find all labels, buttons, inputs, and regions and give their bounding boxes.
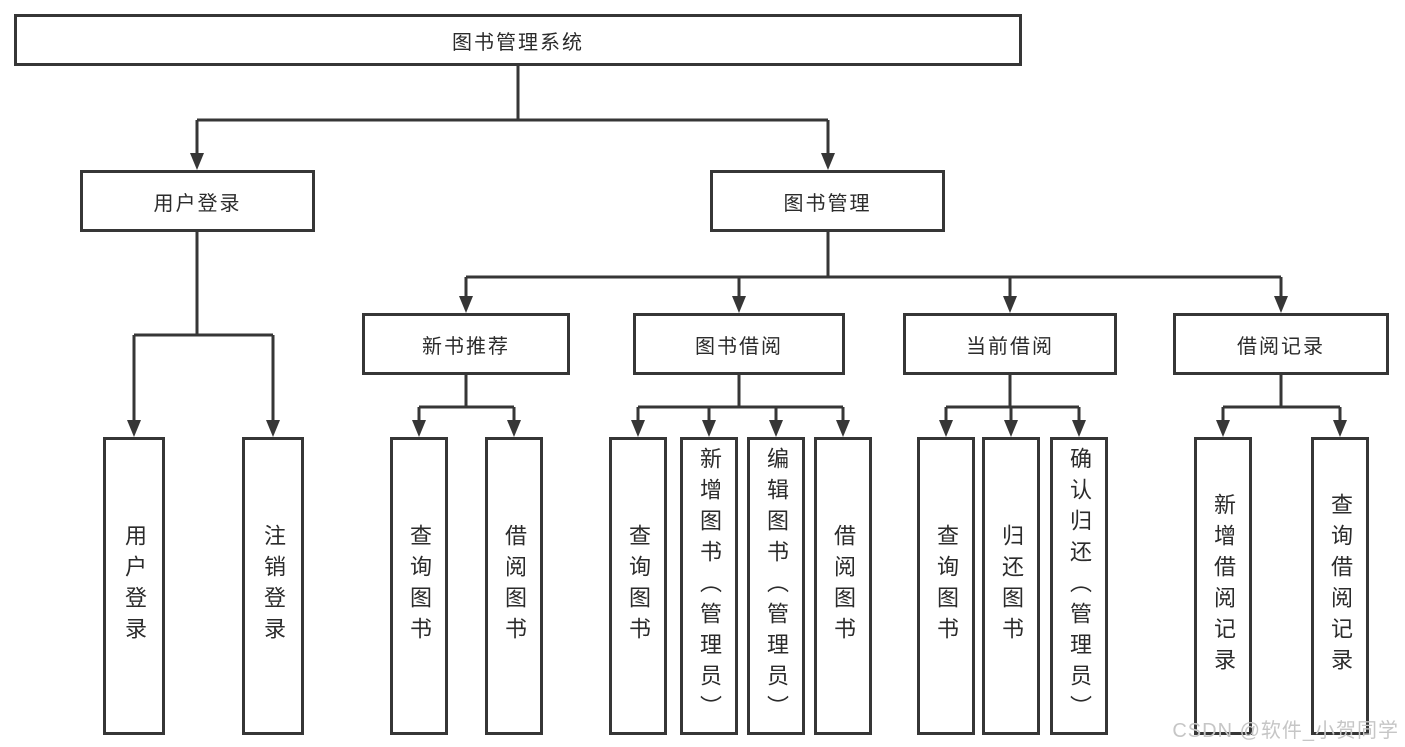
arrowhead bbox=[127, 420, 141, 437]
node-label: 图书借阅 bbox=[695, 335, 783, 358]
arrowheads bbox=[127, 153, 1347, 437]
arrowhead bbox=[1274, 296, 1288, 313]
arrowhead bbox=[1072, 420, 1086, 437]
node-label: 查询图书 bbox=[407, 524, 432, 648]
arrowhead bbox=[507, 420, 521, 437]
node-current-borrowing: 当前借阅 bbox=[903, 313, 1117, 375]
leaf-return-books: 归还图书 bbox=[982, 437, 1040, 735]
node-label: 编辑图书（管理员） bbox=[764, 446, 789, 726]
arrowhead bbox=[1003, 296, 1017, 313]
arrowhead bbox=[1004, 420, 1018, 437]
node-label: 新增图书（管理员） bbox=[697, 446, 722, 726]
connector-user-login-to-leaves bbox=[132, 232, 275, 421]
connector-new-book-to-leaves bbox=[417, 375, 516, 421]
connector-borrow-records-to-leaves bbox=[1221, 375, 1342, 421]
node-label: 图书管理系统 bbox=[452, 31, 584, 54]
node-label: 图书管理 bbox=[783, 192, 872, 215]
leaf-add-borrow-record: 新增借阅记录 bbox=[1194, 437, 1252, 735]
node-label: 当前借阅 bbox=[966, 335, 1054, 358]
arrowhead bbox=[266, 420, 280, 437]
arrowhead bbox=[1216, 420, 1230, 437]
arrowhead bbox=[836, 420, 850, 437]
node-new-book-recommend: 新书推荐 bbox=[362, 313, 570, 375]
node-label: 用户登录 bbox=[153, 192, 242, 215]
node-label: 新书推荐 bbox=[422, 335, 510, 358]
connector-current-borrow-to-leaves bbox=[944, 375, 1081, 421]
arrowhead bbox=[769, 420, 783, 437]
arrowhead bbox=[702, 420, 716, 437]
leaf-query-books: 查询图书 bbox=[390, 437, 448, 735]
node-book-borrowing: 图书借阅 bbox=[633, 313, 845, 375]
node-user-login: 用户登录 bbox=[80, 170, 315, 232]
node-label: 新增借阅记录 bbox=[1211, 493, 1236, 679]
arrowhead bbox=[190, 153, 204, 170]
arrowhead bbox=[821, 153, 835, 170]
leaf-query-books: 查询图书 bbox=[609, 437, 667, 735]
leaf-borrow-books: 借阅图书 bbox=[814, 437, 872, 735]
arrowhead bbox=[732, 296, 746, 313]
leaf-edit-books-admin: 编辑图书（管理员） bbox=[747, 437, 805, 735]
node-label: 确认归还（管理员） bbox=[1067, 446, 1092, 726]
leaf-confirm-return-admin: 确认归还（管理员） bbox=[1050, 437, 1108, 735]
leaf-user-login: 用户登录 bbox=[103, 437, 165, 735]
arrowhead bbox=[459, 296, 473, 313]
leaf-query-borrow-record: 查询借阅记录 bbox=[1311, 437, 1369, 735]
leaf-borrow-books: 借阅图书 bbox=[485, 437, 543, 735]
node-label: 借阅图书 bbox=[502, 524, 527, 648]
node-book-management: 图书管理 bbox=[710, 170, 945, 232]
node-borrowing-records: 借阅记录 bbox=[1173, 313, 1389, 375]
node-label: 查询图书 bbox=[626, 524, 651, 648]
node-root: 图书管理系统 bbox=[14, 14, 1022, 66]
node-label: 借阅图书 bbox=[831, 524, 856, 648]
node-label: 用户登录 bbox=[122, 524, 147, 648]
arrowhead bbox=[939, 420, 953, 437]
node-label: 查询图书 bbox=[934, 524, 959, 648]
node-label: 借阅记录 bbox=[1237, 335, 1325, 358]
arrowhead bbox=[412, 420, 426, 437]
leaf-query-books: 查询图书 bbox=[917, 437, 975, 735]
leaf-logout: 注销登录 bbox=[242, 437, 304, 735]
node-label: 查询借阅记录 bbox=[1328, 493, 1353, 679]
node-label: 归还图书 bbox=[999, 524, 1024, 648]
arrowhead bbox=[631, 420, 645, 437]
leaf-add-books-admin: 新增图书（管理员） bbox=[680, 437, 738, 735]
connector-book-management-to-level3 bbox=[464, 232, 1283, 297]
connector-book-borrow-to-leaves bbox=[636, 375, 845, 421]
connector-root-to-level2 bbox=[195, 66, 830, 154]
arrowhead bbox=[1333, 420, 1347, 437]
watermark: CSDN @软件_小贺同学 bbox=[1172, 720, 1399, 742]
node-label: 注销登录 bbox=[261, 524, 286, 648]
